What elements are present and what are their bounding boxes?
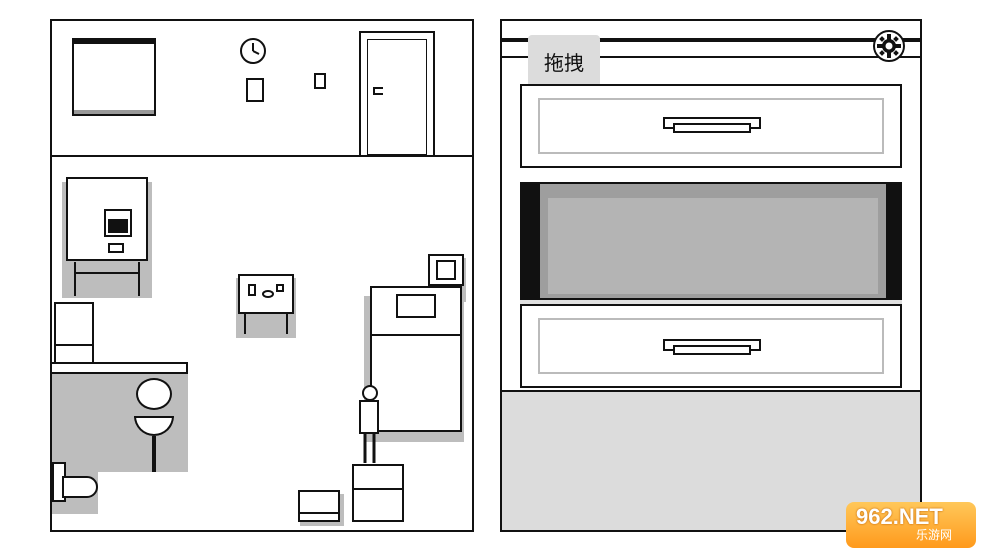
stove-leg xyxy=(74,262,76,296)
oven[interactable] xyxy=(104,209,132,237)
cabinet-top xyxy=(502,38,920,42)
gear-icon[interactable] xyxy=(873,30,905,62)
drawer-bottom-handle[interactable] xyxy=(662,338,762,358)
light-switch[interactable] xyxy=(314,73,326,89)
drawer-top[interactable] xyxy=(520,84,902,168)
wall-picture[interactable] xyxy=(428,254,464,286)
toilet-bowl[interactable] xyxy=(62,476,98,498)
watermark-logo: 962.NET 乐游网 xyxy=(846,502,976,548)
wall-note[interactable] xyxy=(246,78,264,102)
sink-pipe xyxy=(152,436,156,472)
stove-leg xyxy=(138,262,140,296)
bathroom-wall xyxy=(50,362,188,374)
drawer-middle-frame-left xyxy=(520,182,540,300)
clock-icon[interactable] xyxy=(238,36,268,66)
watermark-sub: 乐游网 xyxy=(916,528,953,542)
stove-counter[interactable] xyxy=(66,177,148,261)
floor-box[interactable] xyxy=(298,490,340,522)
pillow[interactable] xyxy=(396,294,436,318)
window xyxy=(72,38,156,116)
mirror[interactable] xyxy=(136,378,172,410)
table-leg xyxy=(286,314,288,334)
drawer-bottom[interactable] xyxy=(520,304,902,388)
cabinet[interactable] xyxy=(54,302,94,364)
drawer-middle-open[interactable] xyxy=(538,182,888,300)
bed[interactable] xyxy=(370,286,462,432)
table-leg xyxy=(244,314,246,334)
wall-floor-divider xyxy=(50,155,474,157)
player-character[interactable] xyxy=(356,383,384,465)
small-table[interactable] xyxy=(238,274,294,314)
storage-box[interactable] xyxy=(352,464,404,522)
drag-button[interactable]: 拖拽 xyxy=(528,35,600,91)
drawer-top-handle[interactable] xyxy=(662,116,762,136)
door-icon[interactable] xyxy=(359,31,435,157)
watermark-main: 962.NET xyxy=(856,504,943,529)
